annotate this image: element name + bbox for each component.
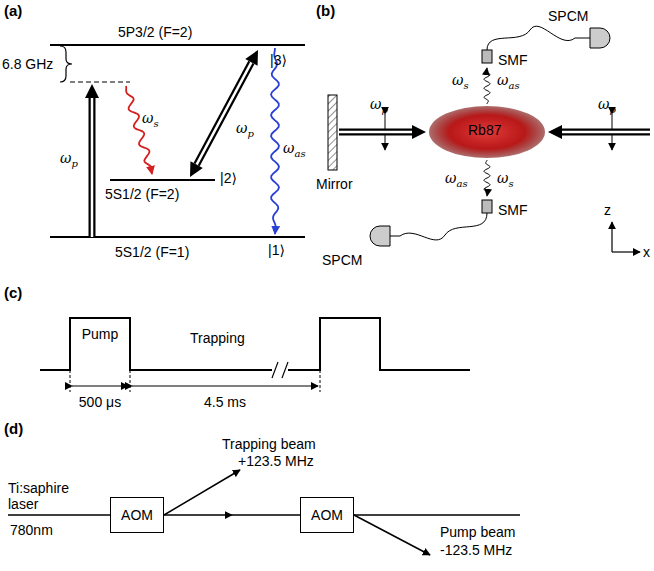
label: |2⟩ bbox=[220, 170, 237, 186]
label: Ti:saphire laser bbox=[8, 480, 94, 512]
label: 5P3/2 (F=2) bbox=[118, 24, 192, 40]
box-label: AOM bbox=[121, 507, 153, 523]
label: |3⟩ bbox=[270, 52, 287, 68]
beam-outline bbox=[89, 98, 96, 237]
label: ωp bbox=[236, 120, 254, 139]
label: z bbox=[604, 202, 611, 218]
label: ωas bbox=[497, 72, 520, 91]
label: 4.5 ms bbox=[204, 394, 246, 410]
label: (c) bbox=[4, 284, 22, 301]
photon-wave bbox=[271, 48, 279, 234]
label: ωp bbox=[598, 96, 616, 115]
label: 500 μs bbox=[79, 394, 121, 410]
label: +123.5 MHz bbox=[238, 453, 314, 469]
aom-box: AOM bbox=[110, 497, 164, 533]
label: ωas bbox=[445, 170, 468, 189]
arrowhead bbox=[85, 84, 99, 98]
label: (a) bbox=[4, 2, 22, 19]
arrowhead bbox=[548, 125, 562, 139]
label: Trapping bbox=[190, 330, 245, 346]
label: SPCM bbox=[322, 252, 362, 268]
label: (b) bbox=[316, 2, 335, 19]
beam-core bbox=[197, 62, 252, 164]
label: ωs bbox=[142, 110, 159, 129]
label: ωas bbox=[283, 140, 306, 159]
label: Trapping beam bbox=[222, 436, 316, 452]
label: 5S1/2 (F=2) bbox=[105, 186, 179, 202]
arrowhead bbox=[412, 125, 426, 139]
beam-core bbox=[339, 131, 412, 134]
label: 6.8 GHz bbox=[2, 56, 53, 72]
label: 5S1/2 (F=1) bbox=[115, 244, 189, 260]
beam-core bbox=[91, 98, 94, 237]
beam-outline bbox=[562, 129, 650, 136]
arrowhead bbox=[190, 161, 203, 177]
beam-core bbox=[562, 131, 650, 134]
label: 780nm bbox=[10, 522, 53, 538]
label: |1⟩ bbox=[268, 242, 285, 258]
label: Rb87 bbox=[468, 122, 501, 138]
label: ωp bbox=[370, 96, 388, 115]
photon-wave bbox=[484, 160, 490, 196]
arrowhead bbox=[245, 50, 258, 66]
beam-outline bbox=[197, 62, 252, 164]
beam-connector bbox=[164, 514, 300, 516]
label: SPCM bbox=[548, 8, 588, 24]
label: ωs bbox=[452, 72, 469, 91]
label: ωs bbox=[497, 170, 514, 189]
label: Pump beam bbox=[440, 524, 515, 540]
photon-wave bbox=[126, 86, 152, 174]
box-label: AOM bbox=[311, 507, 343, 523]
aom-box: AOM bbox=[300, 497, 354, 533]
photon-wave bbox=[484, 68, 490, 104]
label: (d) bbox=[4, 420, 23, 437]
label: x bbox=[643, 244, 650, 260]
label: Pump bbox=[82, 326, 119, 342]
label: Mirror bbox=[316, 176, 353, 192]
label: SMF bbox=[498, 52, 528, 68]
label: -123.5 MHz bbox=[440, 542, 512, 558]
beam-outline bbox=[339, 129, 412, 136]
label: SMF bbox=[498, 202, 528, 218]
label: ωp bbox=[60, 150, 78, 169]
